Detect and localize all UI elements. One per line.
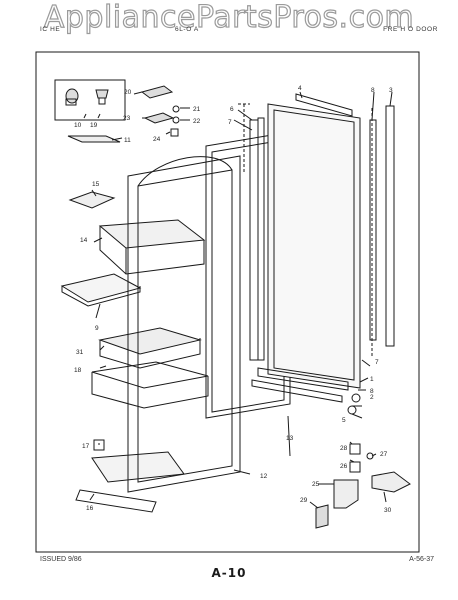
part-24-block <box>170 128 179 137</box>
callout-18: 18 <box>74 367 82 374</box>
callout-4: 4 <box>298 85 302 92</box>
header-left: IC HE <box>40 26 61 33</box>
callout-19: 19 <box>90 122 98 129</box>
callout-7-lower: 7 <box>375 359 379 366</box>
callout-22: 22 <box>193 118 201 125</box>
callout-25: 25 <box>312 481 320 488</box>
part-29-bracket <box>315 504 329 529</box>
callout-7-upper: 7 <box>228 119 232 126</box>
callout-17: 17 <box>82 443 90 450</box>
light-bulb-part <box>65 88 109 106</box>
watermark-text: AppliancePartsPros.com <box>43 0 415 36</box>
inset-box <box>54 79 126 121</box>
part-8-side-strip <box>369 119 377 341</box>
part-30-hinge-plate <box>371 471 411 493</box>
part-25-hinge <box>333 479 359 509</box>
outer-door-panel <box>267 103 361 389</box>
callout-6: 6 <box>230 106 234 113</box>
callout-29: 29 <box>300 497 308 504</box>
part-28-bushing <box>349 443 361 455</box>
callout-23: 23 <box>123 115 131 122</box>
header-right: FRE H O DOOR <box>383 26 438 33</box>
part-7-trim <box>257 117 265 361</box>
callout-20: 20 <box>124 89 132 96</box>
callout-15: 15 <box>92 181 100 188</box>
page-number: A-10 <box>211 566 247 580</box>
callout-28: 28 <box>340 445 348 452</box>
callout-5: 5 <box>342 417 346 424</box>
part-17-cap <box>93 439 105 451</box>
part-23-bracket <box>143 112 175 124</box>
issued-date: ISSUED 9/86 <box>40 556 82 563</box>
callout-24: 24 <box>153 136 161 143</box>
part-2-screw <box>351 393 361 403</box>
part-16-trim <box>75 489 157 513</box>
part-31-compartment <box>98 327 202 355</box>
callout-2: 2 <box>370 394 374 401</box>
callout-3: 3 <box>389 87 393 94</box>
part-21-screw <box>172 105 180 113</box>
part-1-bottom-strip <box>257 367 349 391</box>
diagram-code: A-56-37 <box>409 556 434 563</box>
part-20-bracket <box>140 85 174 99</box>
callout-12: 12 <box>260 473 268 480</box>
part-3-side-trim <box>385 105 395 347</box>
callout-26: 26 <box>340 463 348 470</box>
part-5-washer <box>347 405 357 415</box>
part-4-top-strip <box>295 93 353 117</box>
part-22-screw <box>172 116 180 124</box>
part-11-bracket <box>67 135 121 143</box>
callout-31: 31 <box>76 349 84 356</box>
callout-8-lower: 8 <box>370 388 374 395</box>
part-6-trim <box>249 119 259 361</box>
part-8-bottom-strip <box>251 379 343 403</box>
callout-10: 10 <box>74 122 82 129</box>
callout-9: 9 <box>95 325 99 332</box>
part-15-shelf <box>68 191 116 209</box>
callout-labels: 10 19 20 21 22 23 24 11 15 14 9 31 18 17… <box>74 85 393 514</box>
door-gasket <box>205 131 291 419</box>
callout-11: 11 <box>124 137 131 144</box>
door-liner <box>127 155 241 493</box>
callout-21: 21 <box>193 106 201 113</box>
part-14-dairy-door <box>98 219 206 249</box>
callout-1: 1 <box>370 376 374 383</box>
callout-16: 16 <box>86 505 94 512</box>
callout-27: 27 <box>380 451 388 458</box>
callout-13: 13 <box>286 435 294 442</box>
part-26-pin <box>349 461 361 473</box>
callout-30: 30 <box>384 507 392 514</box>
callout-8-upper: 8 <box>371 87 375 94</box>
callout-14: 14 <box>80 237 88 244</box>
diagram-frame <box>35 51 420 553</box>
header-middle: 6L-O A <box>175 26 199 33</box>
